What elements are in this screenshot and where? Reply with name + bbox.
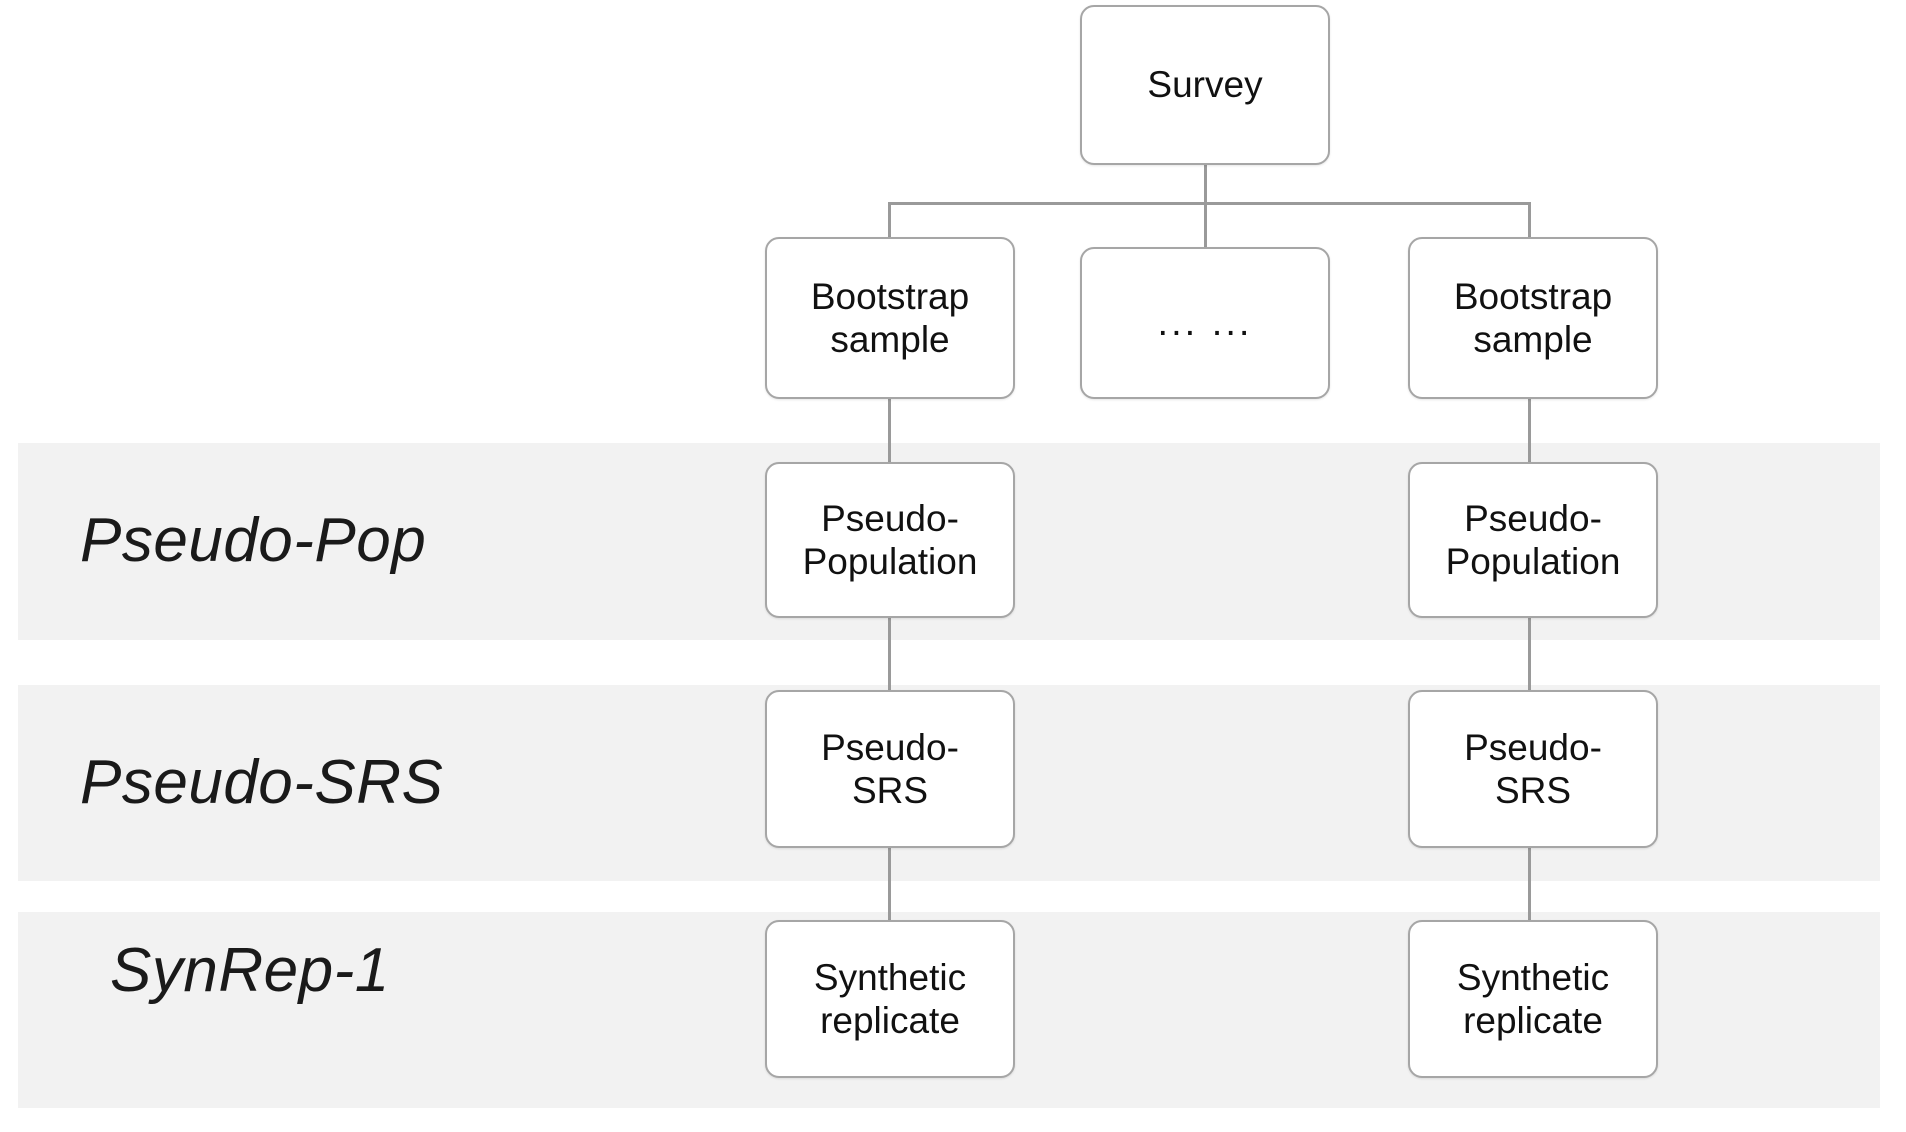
node-survey-label: Survey [1147,64,1263,106]
node-pseudo-srs-left[interactable]: Pseudo- SRS [765,690,1015,848]
node-label: Pseudo- SRS [821,726,959,813]
connector-horizontal-bus [888,202,1530,205]
node-line-2: replicate [1463,1000,1603,1041]
connector-drop-middle [1204,202,1207,248]
connector-right-bootstrap-to-pseudopop [1528,398,1531,464]
node-survey[interactable]: Survey [1080,5,1330,165]
node-bootstrap-sample-ellipsis[interactable]: ... ... [1080,247,1330,399]
connector-right-pseudopop-to-pseudosrs [1528,618,1531,690]
node-synthetic-replicate-right[interactable]: Synthetic replicate [1408,920,1658,1078]
node-ellipsis-label: ... ... [1157,301,1253,344]
node-line-1: Pseudo- [821,497,959,539]
node-bootstrap-sample-left[interactable]: Bootstrap sample [765,237,1015,399]
band-label-pseudo-pop: Pseudo-Pop [80,506,427,575]
node-pseudo-population-left[interactable]: Pseudo- Population [765,462,1015,618]
node-line-2: SRS [851,770,929,811]
node-line-1: Bootstrap [810,275,970,317]
node-line-2: Population [802,541,978,582]
node-pseudo-srs-right[interactable]: Pseudo- SRS [1408,690,1658,848]
node-line-1: Pseudo- [1464,497,1602,539]
connector-right-pseudosrs-to-synrep [1528,848,1531,920]
connector-drop-left [888,202,891,238]
connector-left-pseudopop-to-pseudosrs [888,618,891,690]
connector-left-bootstrap-to-pseudopop [888,398,891,464]
connector-survey-stem [1204,163,1207,205]
node-label: Bootstrap sample [811,275,969,362]
node-bootstrap-sample-right[interactable]: Bootstrap sample [1408,237,1658,399]
node-label: Pseudo- Population [1446,497,1621,584]
node-line-2: SRS [1494,770,1572,811]
node-line-2: replicate [820,1000,960,1041]
node-label: Synthetic replicate [1457,956,1609,1043]
node-line-2: Population [1445,541,1621,582]
node-line-2: sample [1473,319,1593,360]
node-label: Pseudo- Population [803,497,978,584]
node-line-2: sample [830,319,950,360]
node-label: Pseudo- SRS [1464,726,1602,813]
node-line-1: Bootstrap [1453,275,1613,317]
connector-left-pseudosrs-to-synrep [888,848,891,920]
band-label-pseudo-srs: Pseudo-SRS [80,748,444,817]
node-pseudo-population-right[interactable]: Pseudo- Population [1408,462,1658,618]
node-label: Synthetic replicate [814,956,966,1043]
node-line-1: Synthetic [1456,956,1610,998]
node-line-1: Pseudo- [821,726,959,768]
band-label-synrep-1: SynRep-1 [110,936,390,1005]
node-synthetic-replicate-left[interactable]: Synthetic replicate [765,920,1015,1078]
connector-drop-right [1528,202,1531,238]
node-line-1: Synthetic [813,956,967,998]
node-line-1: Pseudo- [1464,726,1602,768]
node-label: Bootstrap sample [1454,275,1612,362]
